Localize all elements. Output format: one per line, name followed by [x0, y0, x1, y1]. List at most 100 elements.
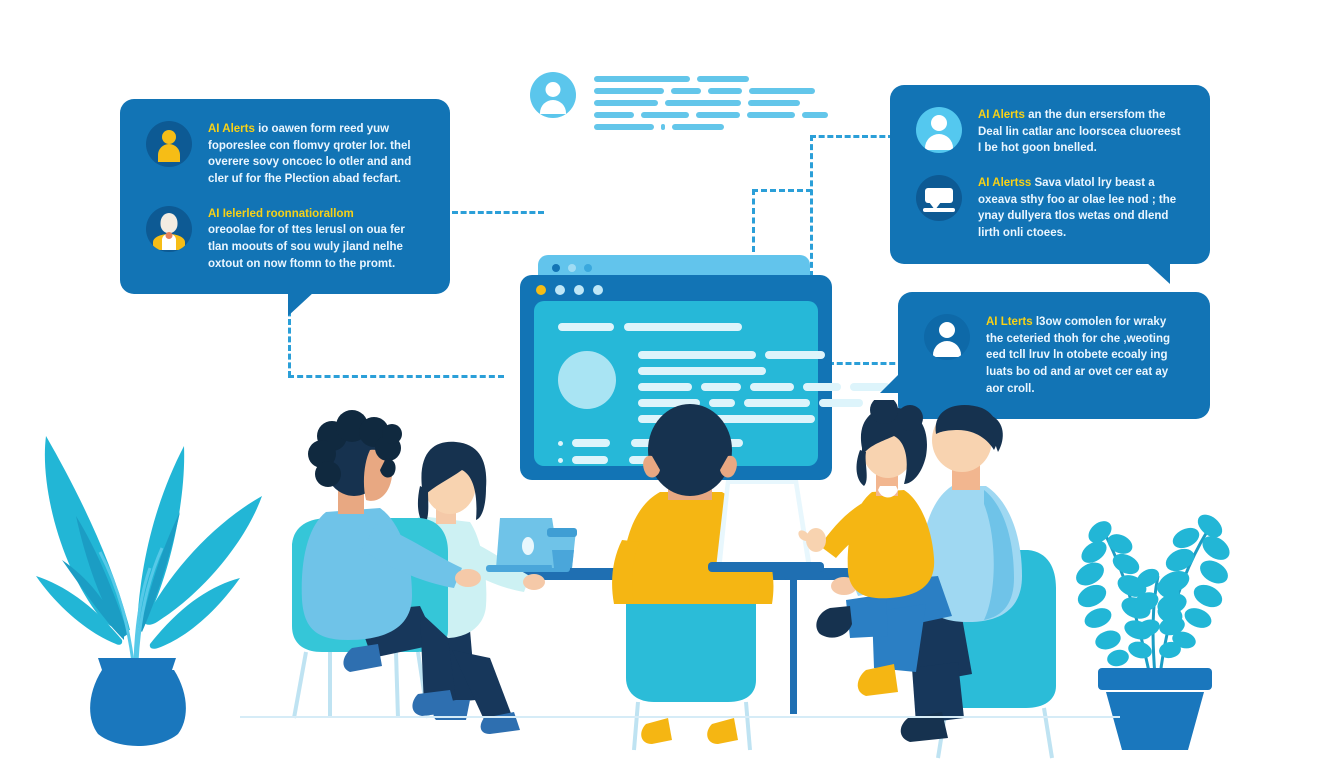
- window-dot-2[interactable]: [574, 285, 584, 295]
- connector-bottom-right: [828, 362, 904, 365]
- header-placeholder-block: [530, 72, 828, 130]
- text-bar: [665, 100, 741, 106]
- text-bar: [802, 112, 828, 118]
- bubble-body: Sava vlatol lry beast a oxeava sthy foo …: [978, 177, 1177, 240]
- text-bar: [641, 112, 689, 118]
- bullet-label: [572, 439, 610, 447]
- bullet-dot: [558, 440, 563, 446]
- text-bar-row: [594, 88, 828, 94]
- content-line-row: [638, 367, 890, 375]
- connector-top-right: [810, 135, 894, 138]
- bubble-highlight: AI Alerts: [208, 123, 255, 135]
- bubble-highlight: AI Alertss: [978, 177, 1032, 190]
- laptop-center[interactable]: [708, 480, 824, 572]
- connector-left-down: [288, 293, 291, 377]
- content-line: [709, 399, 735, 407]
- scene-illustration: [36, 400, 1230, 759]
- content-title-bar: [558, 323, 614, 331]
- floor-line: [240, 716, 1120, 718]
- bubble-message: AI Alerts io oawen form reed yuw fopores…: [208, 121, 424, 188]
- bubble-row: AI Lterts l3ow comolen for wraky the cet…: [924, 314, 1184, 397]
- text-bar: [708, 88, 742, 94]
- text-bar: [594, 124, 654, 130]
- text-bar: [749, 88, 815, 94]
- content-line: [750, 383, 794, 391]
- bubble-message: AI Alerts an the dun ersersfom the Deal …: [978, 107, 1184, 157]
- plant-left: [36, 436, 262, 746]
- text-bar: [594, 100, 658, 106]
- bullet-dot: [558, 457, 563, 463]
- window-dot-3[interactable]: [593, 285, 603, 295]
- cup: [547, 528, 577, 568]
- text-bar-row: [594, 124, 828, 130]
- content-line: [638, 399, 700, 407]
- person-cream-icon: [146, 205, 192, 252]
- fern-leaves: [1076, 514, 1230, 667]
- text-bar: [671, 88, 701, 94]
- text-bar: [696, 112, 740, 118]
- content-title-bars: [558, 323, 794, 331]
- text-bar: [747, 112, 795, 118]
- bubble-bottom-right[interactable]: AI Lterts l3ow comolen for wraky the cet…: [880, 292, 1210, 420]
- window-traffic-lights[interactable]: [536, 285, 603, 295]
- person-curly-hair-man: [292, 410, 481, 719]
- bubble-row: AI Alertss Sava vlatol lry beast a oxeav…: [916, 175, 1184, 242]
- window-dot-1[interactable]: [555, 285, 565, 295]
- bubble-row: AI Ielerled roonnatiorallom oreoolae for…: [146, 205, 424, 273]
- connector-small-vertical: [752, 189, 755, 271]
- bullet-label: [572, 456, 608, 464]
- text-bar: [748, 100, 800, 106]
- bubble-left[interactable]: AI Alerts io oawen form reed yuw fopores…: [120, 99, 450, 317]
- bubble-message: AI Lterts l3ow comolen for wraky the cet…: [986, 314, 1184, 397]
- header-text-bars: [594, 72, 828, 130]
- laptop-left[interactable]: [486, 518, 570, 572]
- bubble-highlight: AI Alerts: [978, 109, 1025, 121]
- content-line-row: [638, 383, 890, 391]
- connector-small-horizontal: [752, 189, 812, 192]
- text-bar: [661, 124, 665, 130]
- content-line: [703, 415, 815, 423]
- content-line-row: [638, 351, 890, 359]
- content-line: [765, 351, 825, 359]
- bubble-body: oreoolae for of ttes lerusl on oua fer t…: [208, 224, 405, 270]
- text-bar: [594, 112, 634, 118]
- content-line: [803, 383, 841, 391]
- window-dot-yellow[interactable]: [536, 285, 546, 295]
- bubble-highlight: AI Lterts: [986, 316, 1033, 328]
- connector-center-up: [810, 135, 813, 277]
- content-line: [819, 399, 863, 407]
- content-line: [701, 383, 741, 391]
- plant-right: [1076, 514, 1230, 750]
- bubble-highlight: AI Ielerled roonnatiorallom: [208, 207, 354, 220]
- bubble-body: l3ow comolen for wraky the ceteried thoh…: [986, 316, 1171, 395]
- window-dot: [552, 264, 560, 272]
- content-line: [638, 351, 756, 359]
- bubble-top-right[interactable]: AI Alerts an the dun ersersfom the Deal …: [890, 85, 1210, 284]
- bubble-row: AI Alerts an the dun ersersfom the Deal …: [916, 107, 1184, 157]
- window-dot: [584, 264, 592, 272]
- content-line: [744, 399, 810, 407]
- office-scene: [0, 400, 1344, 768]
- content-title-bar: [624, 323, 742, 331]
- content-line: [638, 367, 766, 375]
- text-bar: [697, 76, 749, 82]
- content-line: [850, 383, 890, 391]
- bubble-message: AI Alertss Sava vlatol lry beast a oxeav…: [978, 175, 1184, 242]
- content-avatar-placeholder: [558, 351, 616, 409]
- text-bar-row: [594, 112, 828, 118]
- person-woman-yellow-top: [798, 400, 952, 696]
- text-bar: [594, 76, 690, 82]
- person-yellow-icon: [146, 121, 192, 167]
- user-avatar-icon: [924, 314, 970, 360]
- text-bar: [594, 88, 664, 94]
- user-avatar-icon: [916, 107, 962, 153]
- text-bar-row: [594, 100, 828, 106]
- bubble-body: an the dun ersersfom the Deal lin catlar…: [978, 109, 1181, 155]
- bubble-message: AI Ielerled roonnatiorallom oreoolae for…: [208, 206, 424, 273]
- connector-left-to-center: [452, 211, 544, 214]
- content-line: [638, 383, 692, 391]
- content-line-row: [638, 399, 890, 407]
- bubble-body: io oawen form reed yuw foporeslee con fl…: [208, 123, 412, 186]
- bubble-row: AI Alerts io oawen form reed yuw fopores…: [146, 121, 424, 188]
